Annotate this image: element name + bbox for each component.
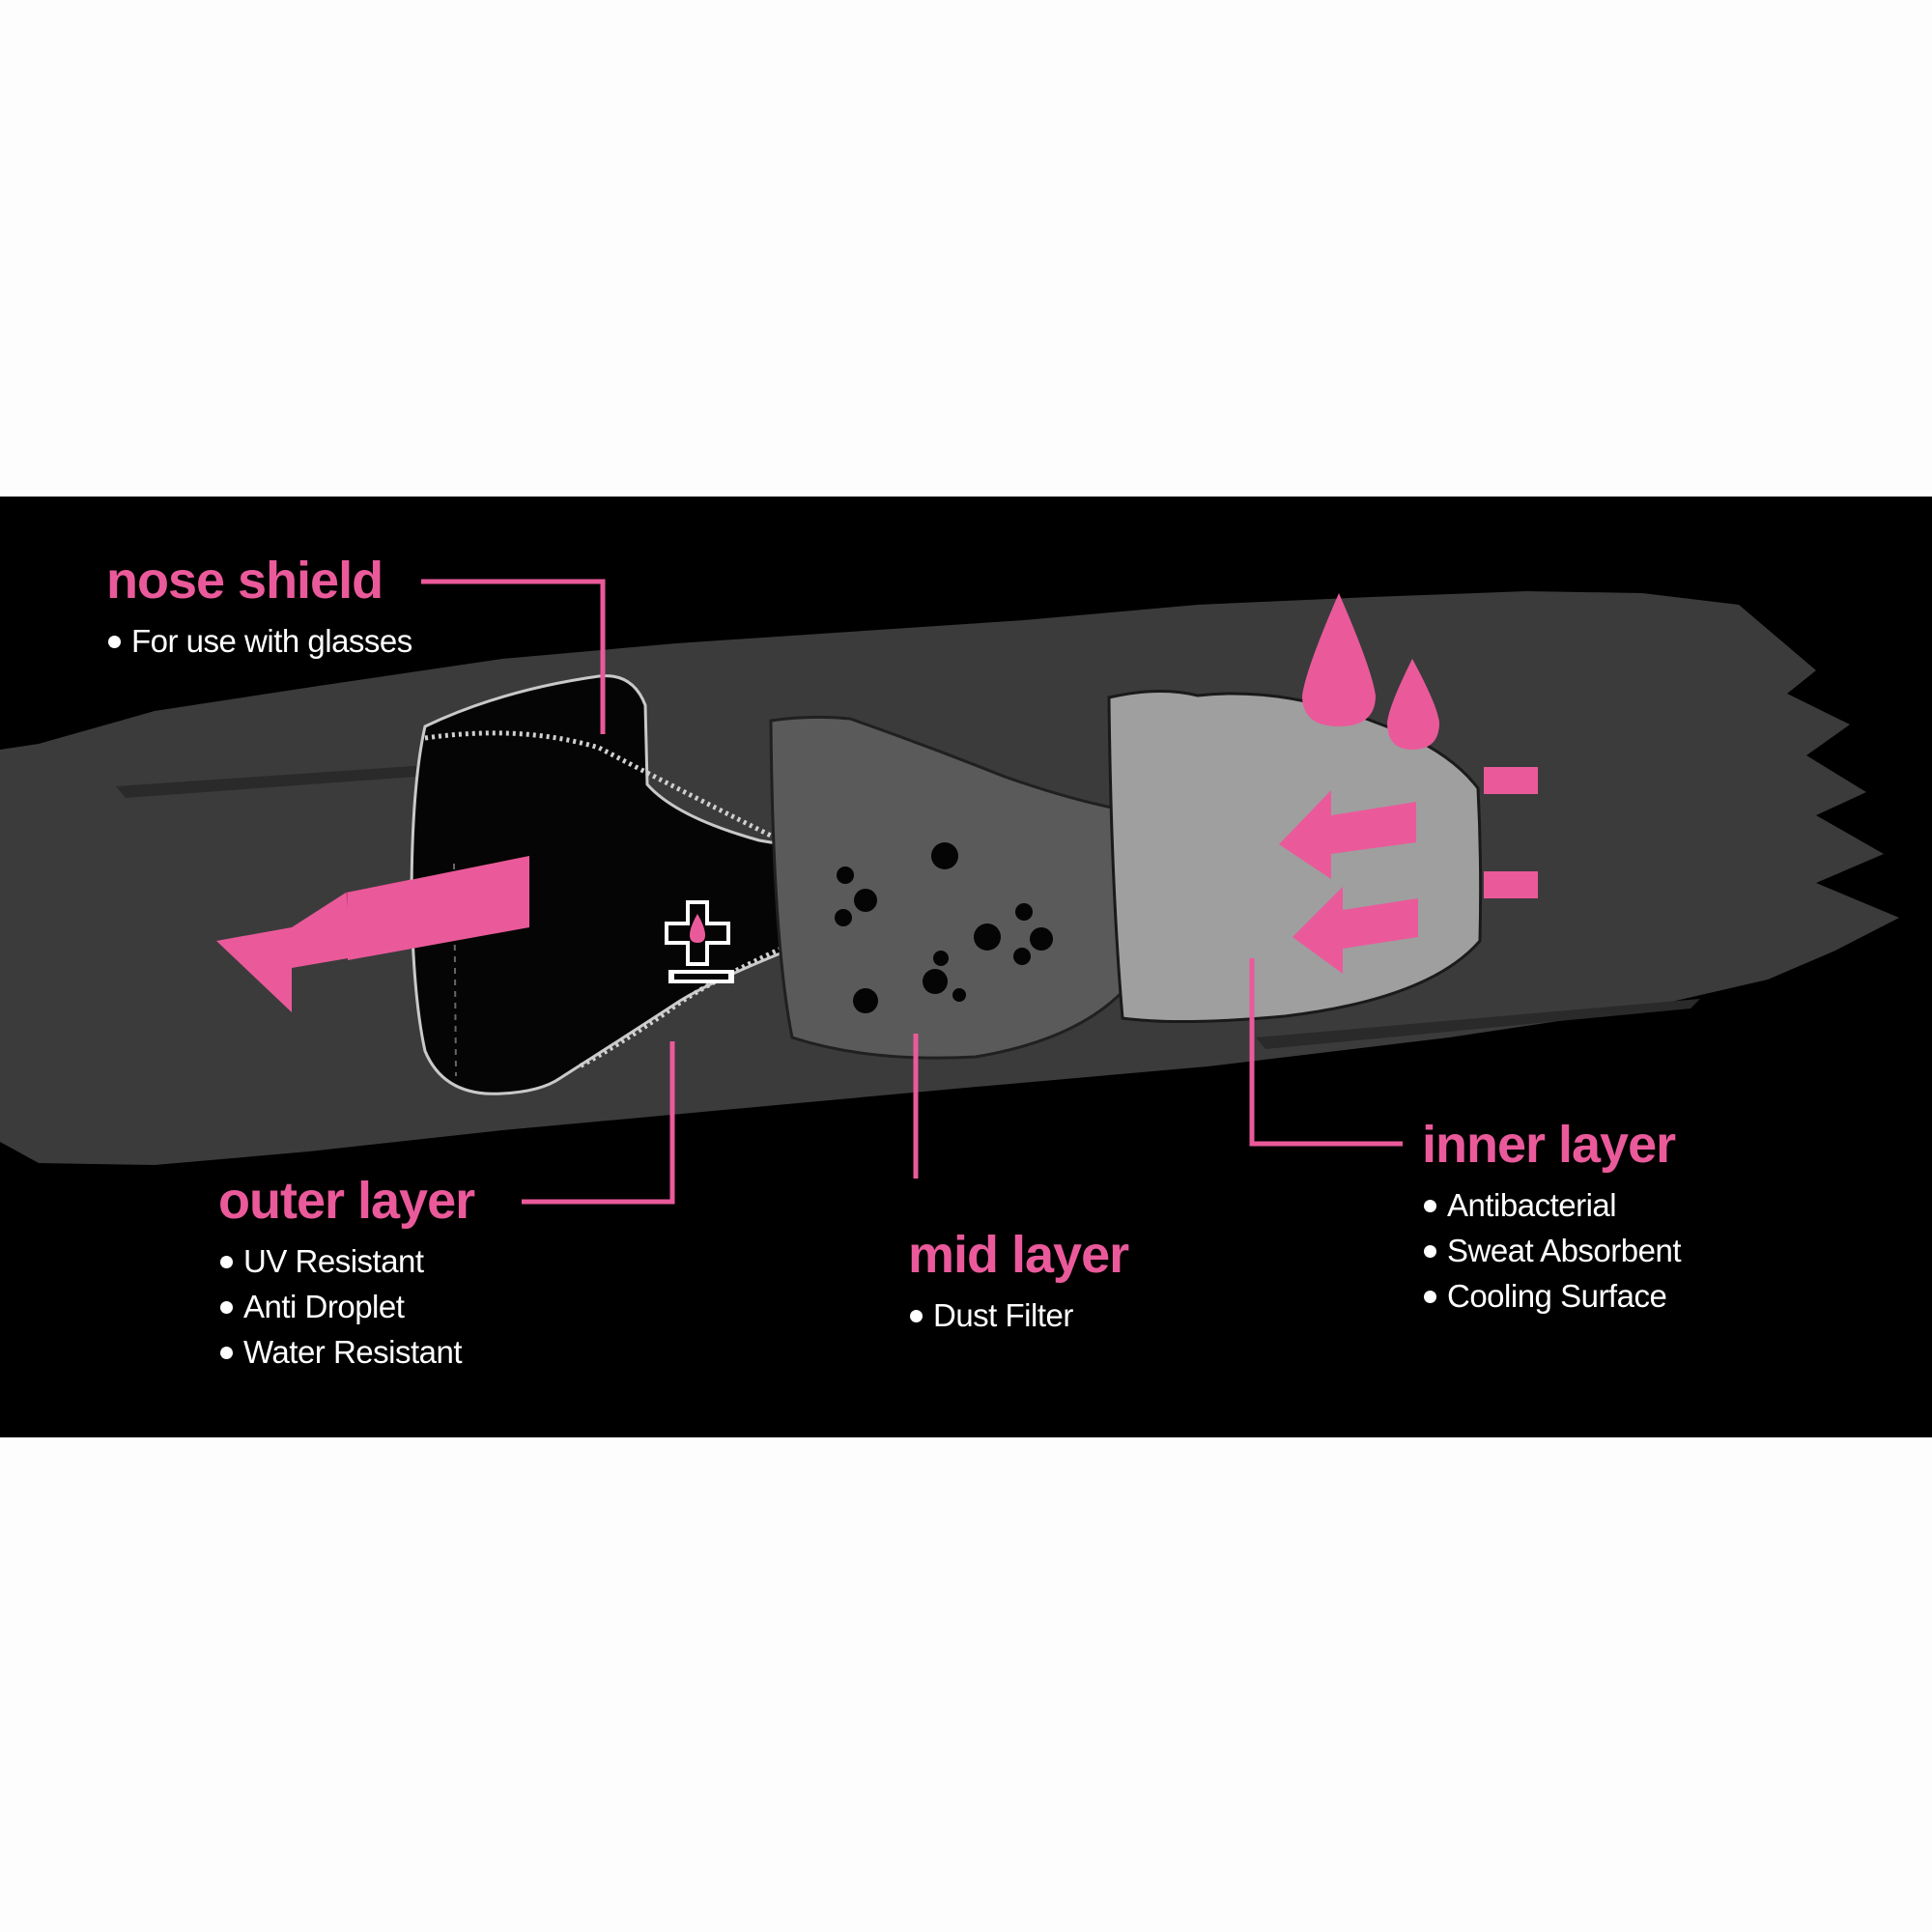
feature-list: UV Resistant Anti Droplet Water Resistan… <box>218 1238 474 1375</box>
inner-layer-label: inner layer Antibacterial Sweat Absorben… <box>1422 1115 1682 1319</box>
dust-particles <box>835 842 1053 1013</box>
inner-layer-edge-bar <box>1484 767 1538 794</box>
feature-item: Antibacterial <box>1422 1182 1681 1228</box>
water-drop-icon <box>1302 593 1376 726</box>
label-title: inner layer <box>1422 1116 1676 1174</box>
feature-item: Anti Droplet <box>218 1284 474 1329</box>
feature-item: Sweat Absorbent <box>1422 1228 1682 1273</box>
mid-layer-label: mid layer Dust Filter <box>908 1225 1129 1338</box>
outer-layer-label: outer layer UV Resistant Anti Droplet Wa… <box>218 1171 475 1375</box>
feature-list: Dust Filter <box>908 1293 1128 1338</box>
feature-list: Antibacterial Sweat Absorbent Cooling Su… <box>1422 1182 1682 1319</box>
mask-layers-banner: nose shield For use with glasses outer l… <box>0 497 1932 1437</box>
callout-leader-lines <box>421 579 1403 1205</box>
medical-cross-logo-icon <box>665 900 734 983</box>
water-drop-icon <box>1387 659 1439 750</box>
feature-item: Dust Filter <box>908 1293 1128 1338</box>
inflow-arrow-icon <box>1279 790 1416 879</box>
inflow-arrow-icon <box>1293 887 1418 974</box>
label-title: mid layer <box>908 1226 1129 1284</box>
mask-diagram-artwork <box>0 579 1899 1205</box>
feature-item: Cooling Surface <box>1422 1273 1681 1319</box>
feature-item: UV Resistant <box>218 1238 474 1284</box>
feature-item: For use with glasses <box>106 618 412 664</box>
feature-item: Water Resistant <box>218 1329 474 1375</box>
nose-shield-label: nose shield For use with glasses <box>106 551 412 664</box>
label-title: outer layer <box>218 1172 475 1230</box>
feature-list: For use with glasses <box>106 618 412 664</box>
label-title: nose shield <box>106 552 384 610</box>
